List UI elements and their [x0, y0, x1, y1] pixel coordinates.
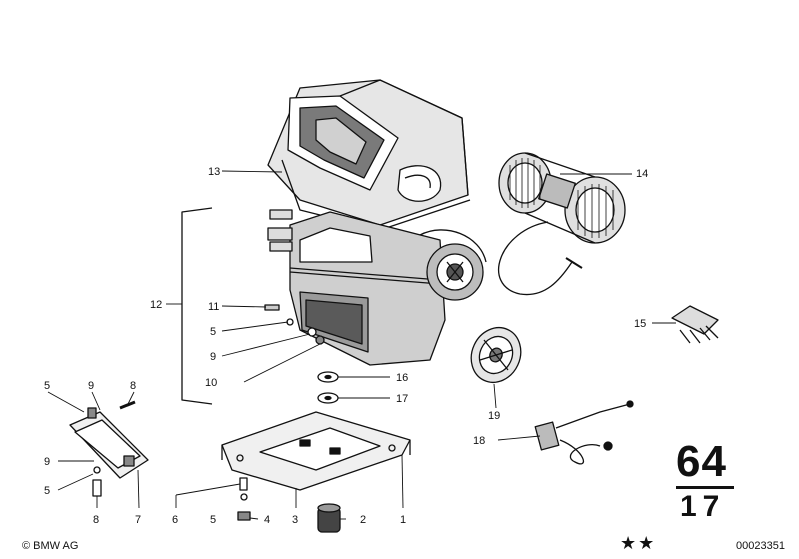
diagram-id: 00023351	[736, 540, 785, 552]
callout-1: 1	[400, 514, 407, 526]
heater-housing	[267, 209, 487, 366]
sub-group-number: 17	[680, 490, 726, 523]
blower-motor	[498, 152, 626, 296]
sensor	[534, 400, 634, 465]
callout-8-left: 8	[130, 380, 137, 392]
upper-housing-cover	[267, 79, 471, 231]
callout-5: 5	[210, 326, 217, 338]
bottom-fasteners	[237, 477, 251, 521]
group-number: 64	[676, 437, 727, 486]
callout-18: 18	[473, 435, 486, 447]
callout-4: 4	[264, 514, 271, 526]
callout-15: 15	[634, 318, 647, 330]
callout-8-lower: 8	[93, 514, 100, 526]
copyright-text: © BMW AG	[22, 540, 79, 552]
callout-7: 7	[135, 514, 142, 526]
callout-5-bottom: 5	[210, 514, 217, 526]
callout-3: 3	[292, 514, 299, 526]
callout-5-left: 5	[44, 380, 51, 392]
callout-9: 9	[210, 351, 217, 363]
callout-9-lower: 9	[44, 456, 51, 468]
callout-5-lower: 5	[44, 485, 51, 497]
rating-stars: ★★	[620, 533, 657, 553]
callout-2: 2	[360, 514, 367, 526]
fan-grille	[470, 327, 522, 383]
callout-9-left: 9	[88, 380, 95, 392]
side-bracket	[69, 400, 149, 497]
callout-6: 6	[172, 514, 179, 526]
callout-16: 16	[396, 372, 409, 384]
callout-11: 11	[208, 301, 220, 313]
callout-13: 13	[208, 166, 221, 178]
leader-lines	[47, 170, 676, 520]
rubber-mount	[317, 503, 341, 533]
washers	[317, 371, 339, 404]
callout-17: 17	[396, 393, 409, 405]
callout-19: 19	[488, 410, 501, 422]
group-divider	[676, 486, 734, 489]
base-bracket	[221, 411, 411, 491]
callout-12: 12	[150, 299, 163, 311]
callout-14: 14	[636, 168, 649, 180]
group-12-brace	[181, 207, 213, 405]
resistor	[671, 305, 719, 344]
callout-10: 10	[205, 377, 218, 389]
